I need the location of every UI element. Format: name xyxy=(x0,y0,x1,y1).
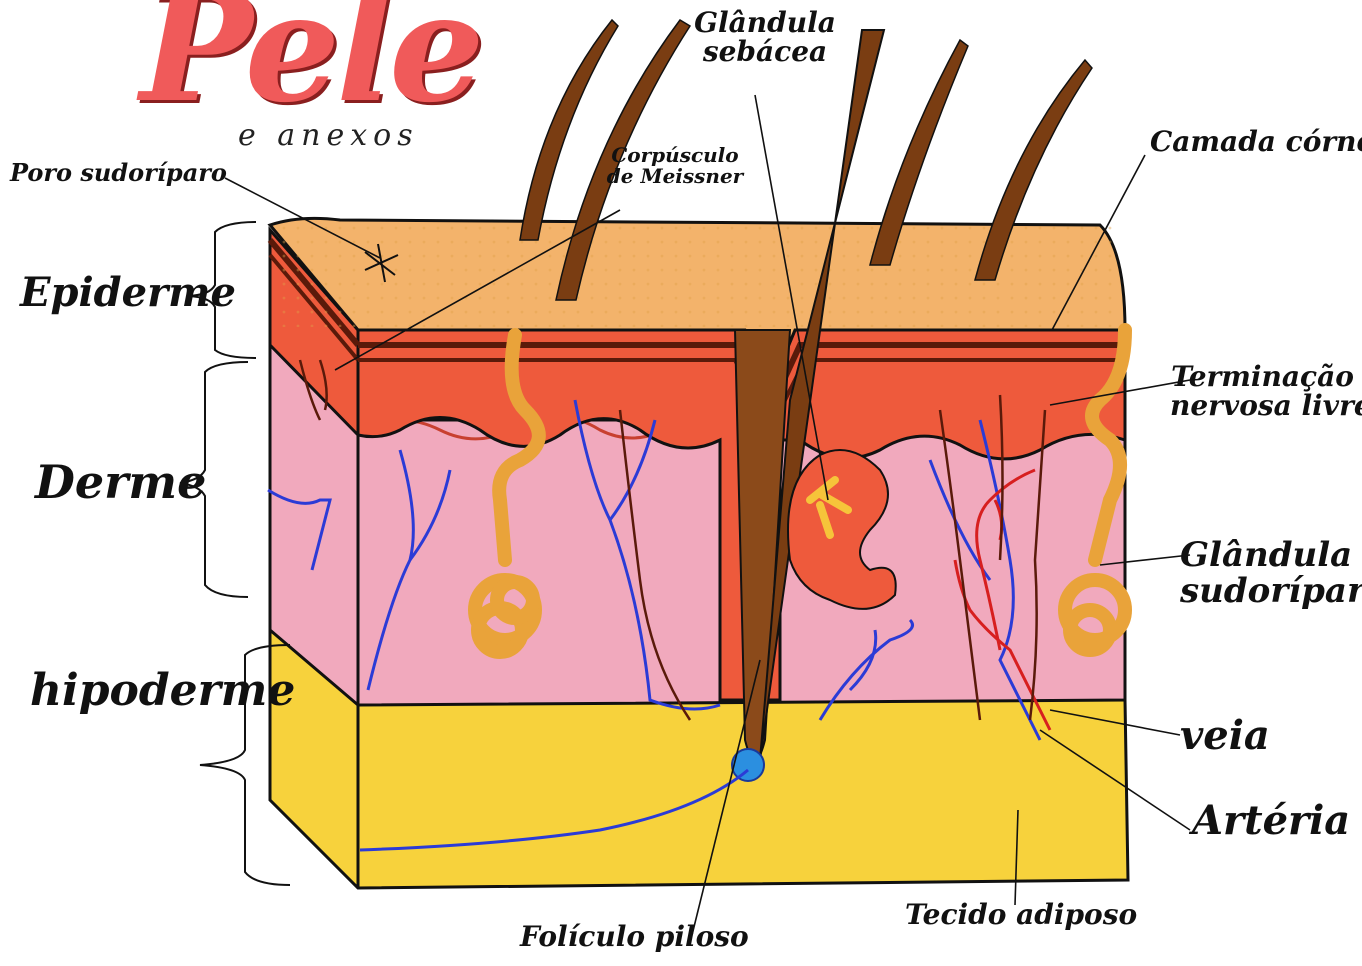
label-terminacao-line1: Terminação xyxy=(1170,362,1355,391)
label-glandula-sebacea-line1: Glândula xyxy=(690,8,840,37)
label-tecido-adiposo: Tecido adiposo xyxy=(905,900,1137,929)
label-glandula-sudoripara-line1: Glândula xyxy=(1180,538,1350,574)
label-glandula-sebacea-line2: sebácea xyxy=(690,37,840,66)
label-corpusculo-meissner: Corpúsculo de Meissner xyxy=(600,145,750,187)
label-foliculo-piloso: Folículo piloso xyxy=(520,922,749,951)
label-poro-sudoriparo: Poro sudoríparo xyxy=(10,160,227,185)
label-glandula-sudoripara: Glândula sudorípara xyxy=(1180,538,1350,609)
label-glandula-sudoripara-line2: sudorípara xyxy=(1180,574,1350,610)
page-subtitle: e anexos xyxy=(238,118,419,153)
page-title: Pele xyxy=(140,0,481,136)
label-camada-cornea: Camada córnea xyxy=(1150,127,1362,156)
label-terminacao-nervosa: Terminação nervosa livre xyxy=(1170,362,1355,421)
label-corpusculo-line1: Corpúsculo xyxy=(600,145,750,166)
label-terminacao-line2: nervosa livre xyxy=(1170,391,1355,420)
label-epiderme: Epiderme xyxy=(20,272,236,314)
label-hipoderme: hipoderme xyxy=(30,668,295,714)
label-corpusculo-line2: de Meissner xyxy=(600,166,750,187)
label-derme: Derme xyxy=(35,458,206,506)
label-veia: veia xyxy=(1180,715,1270,757)
label-arteria: Artéria xyxy=(1192,800,1350,842)
label-glandula-sebacea: Glândula sebácea xyxy=(690,8,840,67)
